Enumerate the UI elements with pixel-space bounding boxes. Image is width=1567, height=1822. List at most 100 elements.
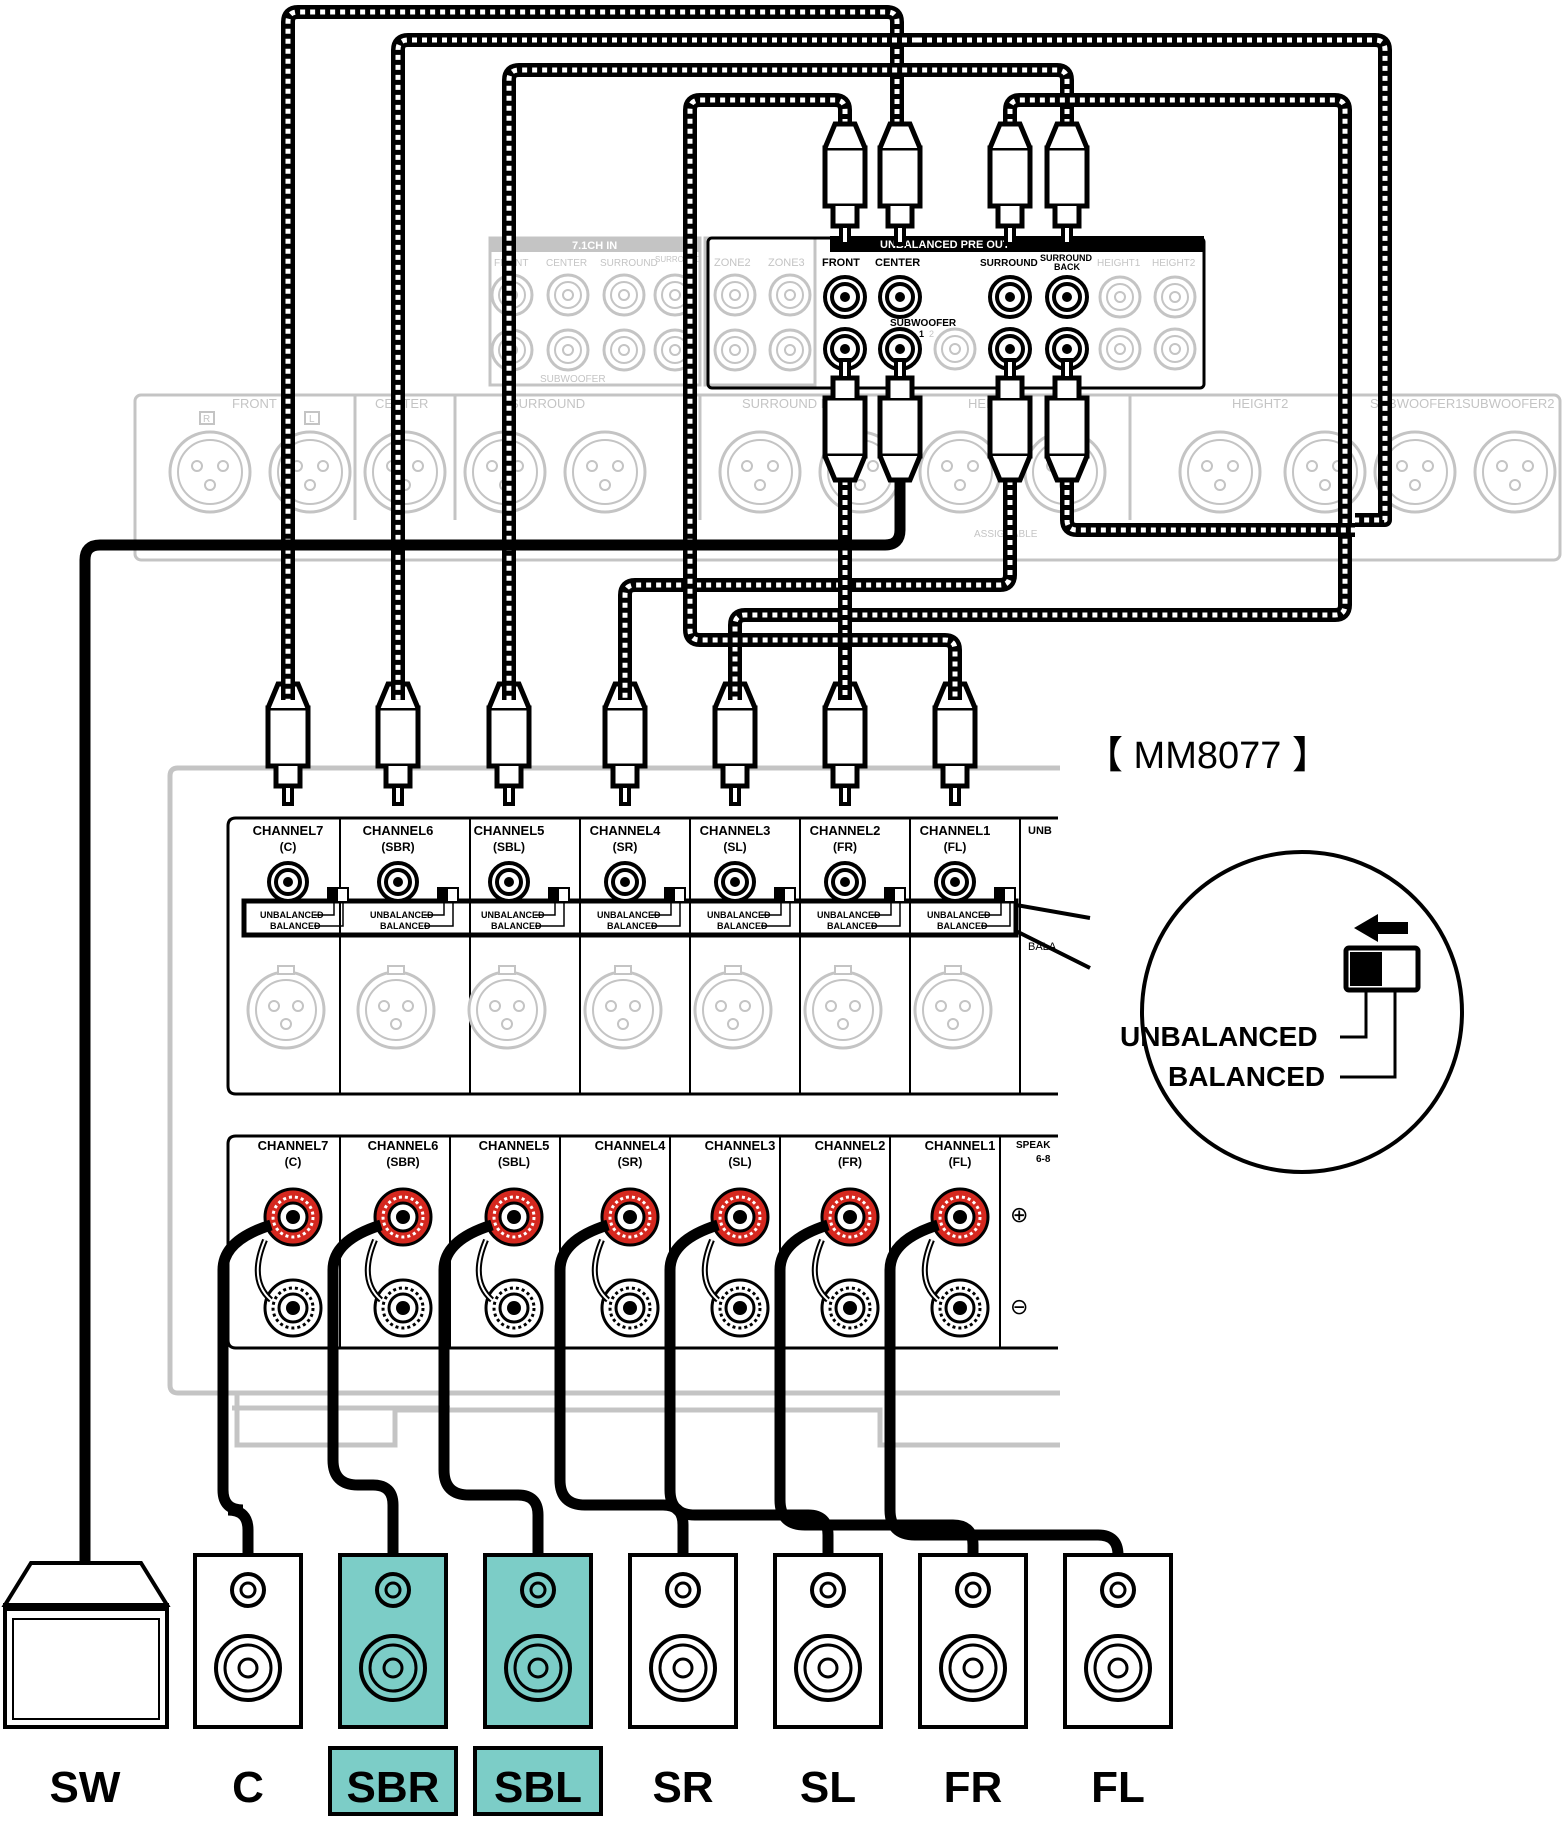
channel-rca-jack[interactable] <box>377 861 419 903</box>
channel-name: CHANNEL5 <box>474 823 545 838</box>
speaker-channel-sub: (C) <box>285 1155 302 1169</box>
speaker-label: SBR <box>347 1763 440 1812</box>
cable-front-l-to-ch1 <box>683 93 962 700</box>
polarity-minus: ⊖ <box>1010 1294 1028 1319</box>
channel-sub: (SR) <box>613 840 638 854</box>
label-front: FRONT <box>232 396 277 411</box>
preout-label-surround: SURROUND <box>980 258 1038 269</box>
model-label: 【 MM8077 】 <box>1085 735 1330 777</box>
preout-label-front: FRONT <box>822 257 860 269</box>
speaker-label-highlight <box>328 1746 458 1816</box>
switch-label-balanced: BALANCED <box>827 921 878 931</box>
binding-post-plus[interactable] <box>263 1187 323 1247</box>
switch-label-balanced: BALANCED <box>937 921 988 931</box>
channel-rca-plug <box>825 684 865 804</box>
binding-post-plus[interactable] <box>484 1187 544 1247</box>
subwoofer-number-1: 1 <box>919 329 924 339</box>
subwoofer-number-2: 2 <box>929 329 934 339</box>
channel-rca-jack[interactable] <box>714 861 756 903</box>
speaker-cabinet <box>338 1553 448 1729</box>
switch-label-balanced: BALANCED <box>270 921 321 931</box>
switch-label-balanced: BALANCED <box>717 921 768 931</box>
binding-post-minus[interactable] <box>820 1278 880 1338</box>
speaker-cable-c <box>217 1219 273 1555</box>
binding-post-plus[interactable] <box>710 1187 770 1247</box>
switch-label-balanced: BALANCED <box>491 921 542 931</box>
balance-switch[interactable] <box>761 887 796 927</box>
speaker-sw: SW <box>50 1763 121 1812</box>
edge-label-speaker-sub: 6-8 <box>1036 1154 1051 1165</box>
edge-label-speaker: SPEAK <box>1016 1140 1051 1151</box>
speaker-cabinet <box>483 1553 593 1729</box>
preout-label-surround-back-1: SURROUND <box>1040 253 1093 263</box>
binding-post-plus[interactable] <box>820 1187 880 1247</box>
amp-channel-4: CHANNEL4(SR)UNBALANCEDBALANCEDCHANNEL4(S… <box>583 684 686 1338</box>
speaker-channel-sub: (FR) <box>838 1155 862 1169</box>
switch-label-unbalanced: UNBALANCED <box>707 910 771 920</box>
badge-r: R <box>203 414 210 425</box>
binding-post-minus[interactable] <box>930 1278 990 1338</box>
binding-post-plus[interactable] <box>930 1187 990 1247</box>
binding-post-plus[interactable] <box>373 1187 433 1247</box>
amp-input-panel: UNB BALA <box>226 816 1091 1096</box>
amp-channel-5: CHANNEL3(SL)UNBALANCEDBALANCEDCHANNEL3(S… <box>693 684 796 1338</box>
channel-rca-jack[interactable] <box>488 861 530 903</box>
channel-sub: (SL) <box>723 840 746 854</box>
zone2-label: ZONE2 <box>714 257 751 269</box>
channel-sub: (SBL) <box>493 840 525 854</box>
balance-switch[interactable] <box>535 887 570 927</box>
speaker-cabinet <box>773 1553 883 1729</box>
speaker-fr: FR <box>918 1553 1028 1812</box>
cable-surround-back-r-to-ch6 <box>391 33 1392 700</box>
speaker-label: SBL <box>494 1763 582 1812</box>
label-surround: SURROUND <box>510 396 585 411</box>
binding-post-minus[interactable] <box>600 1278 660 1338</box>
speaker-channel-name: CHANNEL4 <box>595 1138 667 1153</box>
seven-one-label-surround: SURROUND <box>600 258 658 269</box>
binding-post-minus[interactable] <box>484 1278 544 1338</box>
speaker-cable-fl <box>884 1219 1124 1556</box>
balance-switch[interactable] <box>314 887 349 927</box>
speaker-channel-sub: (SR) <box>618 1155 643 1169</box>
speaker-label: C <box>232 1763 264 1812</box>
speaker-cables <box>217 1219 1124 1556</box>
speaker-sbl: SBL <box>473 1553 603 1816</box>
binding-post-minus[interactable] <box>263 1278 323 1338</box>
speaker-cabinet <box>918 1553 1028 1729</box>
balance-switch[interactable] <box>981 887 1016 927</box>
channel-rca-jack[interactable] <box>267 861 309 903</box>
channel-rca-jack[interactable] <box>934 861 976 903</box>
edge-label-unb: UNB <box>1028 825 1052 837</box>
channel-sub: (C) <box>280 840 297 854</box>
speaker-cabinet <box>1063 1553 1173 1729</box>
speaker-fl: FL <box>1063 1553 1173 1812</box>
speaker-channel-name: CHANNEL2 <box>815 1138 886 1153</box>
speaker-channel-sub: (SBL) <box>498 1155 530 1169</box>
channel-name: CHANNEL7 <box>253 823 324 838</box>
rca-cables <box>281 5 1392 700</box>
switch-label-unbalanced: UNBALANCED <box>260 910 324 920</box>
label-height2: HEIGHT2 <box>1232 396 1288 411</box>
balance-switch[interactable] <box>424 887 459 927</box>
channel-rca-jack[interactable] <box>824 861 866 903</box>
speaker-cable-sbl <box>438 1219 544 1555</box>
balance-switch[interactable] <box>871 887 906 927</box>
binding-post-plus[interactable] <box>600 1187 660 1247</box>
channel-name: CHANNEL3 <box>700 823 771 838</box>
binding-post-minus[interactable] <box>373 1278 433 1338</box>
channel-sub: (FL) <box>944 840 967 854</box>
binding-post-minus[interactable] <box>710 1278 770 1338</box>
subwoofer-cable <box>79 460 906 1570</box>
amp-channels: CHANNEL7(C)UNBALANCEDBALANCEDCHANNEL7(C)… <box>246 684 1016 1338</box>
badge-l: L <box>309 414 315 425</box>
switch-label-unbalanced: UNBALANCED <box>927 910 991 920</box>
channel-rca-plug <box>378 684 418 804</box>
speaker-label-highlight <box>473 1746 603 1816</box>
balance-switch[interactable] <box>651 887 686 927</box>
switch-label-balanced: BALANCED <box>607 921 658 931</box>
channel-rca-jack[interactable] <box>604 861 646 903</box>
switch-label-unbalanced: UNBALANCED <box>370 910 434 920</box>
amp-channel-2: CHANNEL6(SBR)UNBALANCEDBALANCEDCHANNEL6(… <box>356 684 459 1338</box>
